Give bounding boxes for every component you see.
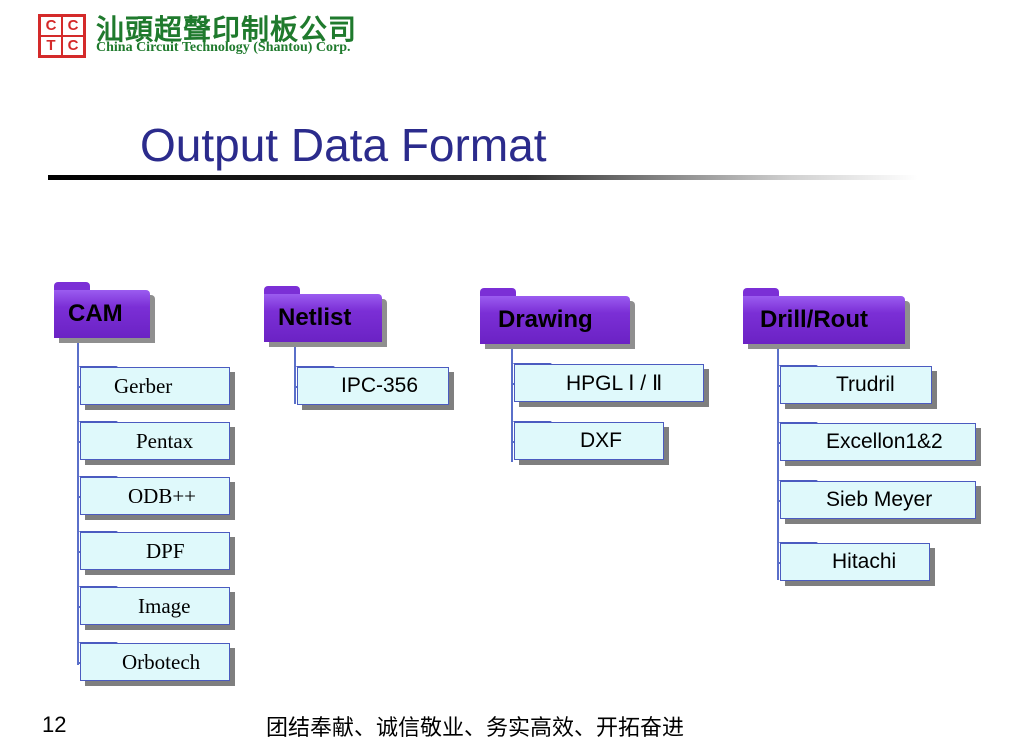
item-label: ODB++	[128, 483, 197, 508]
folder-label: CAM	[68, 300, 123, 327]
item-label: IPC-356	[341, 374, 419, 397]
folder-label: Drawing	[498, 306, 593, 333]
item-label: Pentax	[136, 428, 194, 453]
format-item-image: Image	[80, 587, 230, 625]
company-name-english: China Circuit Technology (Shantou) Corp.	[96, 40, 351, 55]
logo-letter: C	[63, 37, 83, 55]
item-label: DPF	[146, 538, 185, 563]
folder-label: Netlist	[278, 304, 352, 331]
item-label: Excellon1&2	[826, 430, 943, 453]
connector-line	[777, 344, 779, 580]
folder-netlist: Netlist	[264, 286, 382, 342]
connector-line	[511, 344, 513, 462]
format-item-gerber: Gerber	[80, 367, 230, 405]
format-item-orbotech: Orbotech	[80, 643, 230, 681]
format-item-hpgl: HPGL Ⅰ / Ⅱ	[514, 364, 704, 402]
format-item-odb: ODB++	[80, 477, 230, 515]
item-label: Hitachi	[832, 550, 897, 573]
item-label: Gerber	[114, 373, 173, 398]
folder-drawing: Drawing	[480, 288, 630, 344]
item-label: Image	[138, 593, 191, 618]
logo-letter: T	[41, 37, 61, 55]
folder-drill-rout: Drill/Rout	[743, 288, 905, 344]
format-item-hitachi: Hitachi	[780, 543, 930, 581]
item-label: DXF	[580, 429, 622, 452]
footer-motto: 团结奉献、诚信敬业、务实高效、开拓奋进	[266, 716, 685, 741]
format-item-ipc-356: IPC-356	[297, 367, 449, 405]
item-label: HPGL Ⅰ / Ⅱ	[566, 371, 663, 395]
format-item-dpf: DPF	[80, 532, 230, 570]
page-number: 12	[42, 712, 67, 737]
item-label: Sieb Meyer	[826, 488, 933, 511]
slide-title: Output Data Format	[140, 119, 547, 171]
format-item-dxf: DXF	[514, 422, 664, 460]
title-underline	[48, 175, 918, 180]
logo-letter: C	[41, 17, 61, 35]
format-item-sieb-meyer: Sieb Meyer	[780, 481, 976, 519]
company-logo-icon: C C T C	[38, 14, 86, 58]
logo-letter: C	[63, 17, 83, 35]
company-name-chinese: 汕頭超聲印制板公司	[96, 13, 358, 46]
folder-label: Drill/Rout	[760, 306, 868, 333]
format-item-pentax: Pentax	[80, 422, 230, 460]
folder-cam: CAM	[54, 282, 150, 338]
format-item-excellon: Excellon1&2	[780, 423, 976, 461]
format-item-trudril: Trudril	[780, 366, 932, 404]
item-label: Trudril	[836, 373, 895, 396]
connector-line	[77, 340, 79, 665]
output-format-diagram: CAM Gerber Pentax ODB++ DPF Image Orbote…	[0, 0, 1023, 700]
item-label: Orbotech	[122, 649, 201, 674]
